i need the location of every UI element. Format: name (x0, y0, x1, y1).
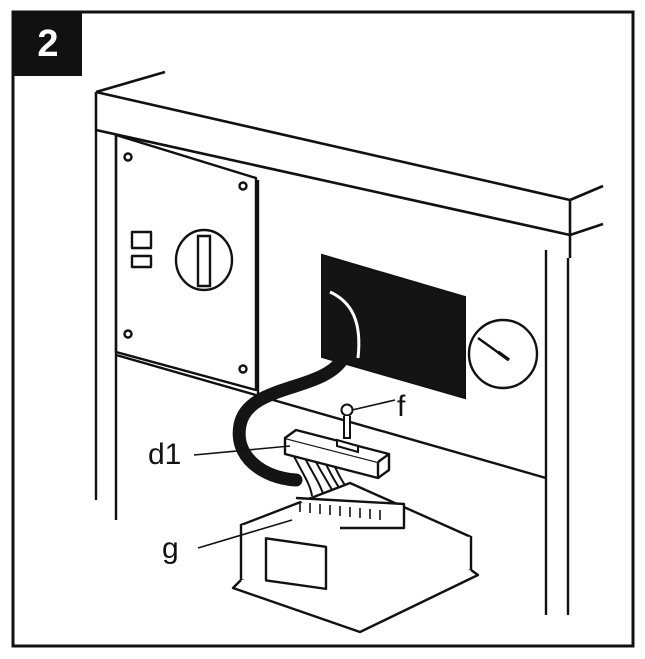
control-box-window (264, 537, 328, 591)
plate-screw-bottom-right (238, 364, 248, 374)
plate-screw-bottom-left (123, 329, 133, 339)
indicator-switch (130, 254, 153, 269)
fixing-screw-f (336, 403, 359, 454)
plate-screw-top-left (123, 152, 133, 162)
leader-lines (193, 399, 396, 549)
plate-screw-top-right (238, 181, 248, 191)
control-box-g (231, 481, 480, 634)
figure-border (11, 10, 635, 648)
leader-d1 (193, 445, 291, 456)
callout-g: g (162, 532, 179, 565)
step-number-badge: 2 (14, 12, 82, 76)
control-knob-icon (174, 228, 234, 292)
pressure-gauge-icon (467, 318, 539, 390)
callout-d1: d1 (148, 438, 182, 471)
leader-f (351, 399, 396, 411)
boiler-top-panel (94, 70, 604, 258)
callout-f: f (397, 390, 406, 423)
terminal-pins (299, 502, 381, 520)
indicator-lamp (130, 230, 153, 250)
cable-highlight (329, 290, 361, 359)
panel-opening (321, 253, 466, 400)
control-plate (114, 133, 258, 392)
leader-g (197, 519, 293, 549)
wiring-harness-cable (232, 353, 349, 487)
